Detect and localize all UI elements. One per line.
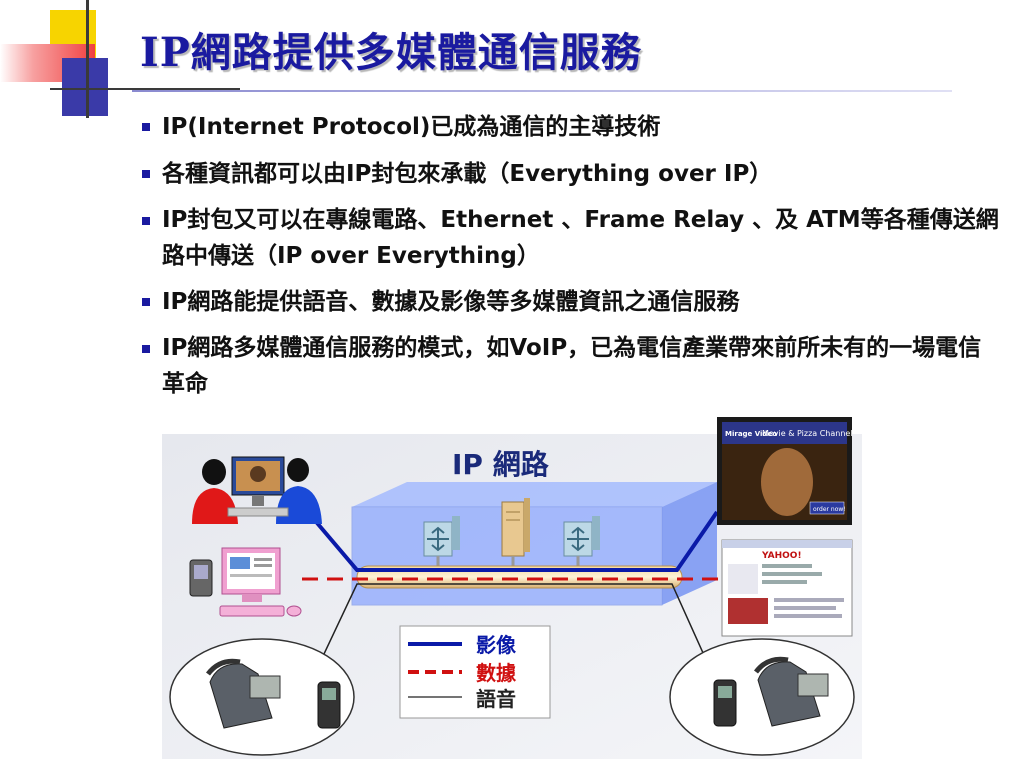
tv-channel: Movie & Pizza Channel xyxy=(762,429,853,438)
right-voice-devices xyxy=(669,638,855,756)
web-browser-screen: YAHOO! xyxy=(721,539,853,637)
network-label: IP 網路 xyxy=(452,448,550,481)
bullet-square-icon xyxy=(142,123,150,131)
bullet-text: IP網路多媒體通信服務的模式，如VoIP，已為電信產業帶來前所未有的一場電信革命 xyxy=(162,335,982,397)
voice-line xyxy=(306,583,718,691)
bullet-square-icon xyxy=(142,345,150,353)
server-icon xyxy=(501,498,530,557)
bullet-item: IP網路能提供語音、數據及影像等多媒體資訊之通信服務 xyxy=(140,283,1000,321)
bullet-text: IP封包又可以在專線電路、Ethernet 、Frame Relay 、及 AT… xyxy=(162,207,999,269)
legend-voice-label: 語音 xyxy=(476,687,516,711)
legend-data-label: 數據 xyxy=(476,661,517,685)
legend-video-label: 影像 xyxy=(476,633,517,657)
left-voice-devices xyxy=(169,638,355,756)
legend: 影像 數據 語音 xyxy=(399,625,551,719)
desk-phone-icon xyxy=(754,656,829,727)
desktop-computer-icon xyxy=(219,547,302,617)
tv-logo: Mirage Video xyxy=(725,430,777,438)
bullet-square-icon xyxy=(142,170,150,178)
bullet-item: IP(Internet Protocol)已成為通信的主導技術 xyxy=(140,108,1000,146)
bullet-square-icon xyxy=(142,298,150,306)
router-icon xyxy=(423,516,460,557)
bullet-list: IP(Internet Protocol)已成為通信的主導技術 各種資訊都可以由… xyxy=(140,108,1000,411)
video-line xyxy=(310,510,719,572)
slide-title: IP網路提供多媒體通信服務 xyxy=(140,29,642,76)
tv-order: order now! xyxy=(813,506,846,513)
title-underline xyxy=(132,90,952,92)
corner-horizontal-line xyxy=(50,88,240,90)
bullet-item: IP網路多媒體通信服務的模式，如VoIP，已為電信產業帶來前所未有的一場電信革命 xyxy=(140,330,1000,402)
desk-phone-icon xyxy=(206,658,281,729)
router-icon xyxy=(563,516,600,557)
mobile-phone-icon xyxy=(317,681,341,729)
pda-icon xyxy=(189,559,213,597)
video-tv-screen: Mirage Video Movie & Pizza Channel order… xyxy=(717,417,853,525)
corner-blue-square xyxy=(62,58,108,116)
mobile-phone-icon xyxy=(713,679,737,727)
ip-network-diagram: IP 網路 xyxy=(162,417,862,759)
bullet-item: IP封包又可以在專線電路、Ethernet 、Frame Relay 、及 AT… xyxy=(140,202,1000,274)
bullet-text: IP(Internet Protocol)已成為通信的主導技術 xyxy=(162,114,661,140)
bullet-text: 各種資訊都可以由IP封包來承載（Everything over IP） xyxy=(162,161,773,187)
corner-vertical-line xyxy=(86,0,89,118)
video-conference-users-icon xyxy=(192,456,322,524)
bullet-item: 各種資訊都可以由IP封包來承載（Everything over IP） xyxy=(140,155,1000,193)
bullet-text: IP網路能提供語音、數據及影像等多媒體資訊之通信服務 xyxy=(162,289,740,315)
bullet-square-icon xyxy=(142,217,150,225)
browser-logo: YAHOO! xyxy=(761,551,802,561)
